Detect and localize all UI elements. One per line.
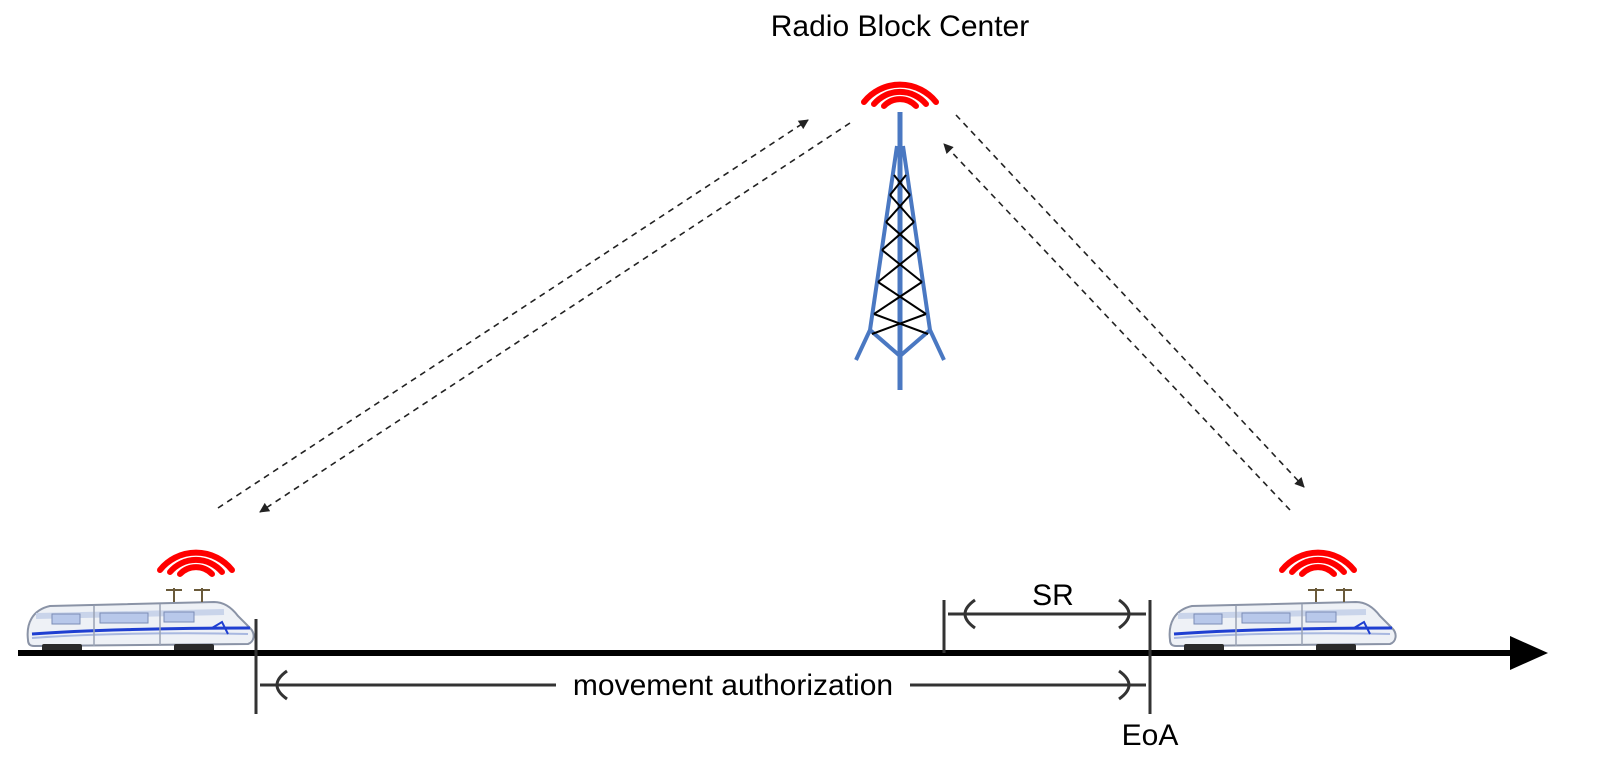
- left-train-downlink-arrow: [259, 122, 851, 513]
- sr-label: SR: [1032, 579, 1074, 612]
- left-train-icon: [28, 588, 254, 652]
- right-train-downlink-arrow: [955, 114, 1305, 488]
- ma-dimension: [260, 669, 1146, 701]
- eoa-label: EoA: [1122, 719, 1179, 752]
- right-train-icon: [1170, 588, 1396, 652]
- tower-signal-icon: [864, 85, 936, 106]
- right-train-signal-icon: [1282, 553, 1354, 574]
- rbc-label: Radio Block Center: [771, 10, 1029, 43]
- ma-label: movement authorization: [573, 669, 893, 702]
- track-line: [18, 636, 1548, 670]
- right-train-uplink-arrow: [943, 143, 1291, 511]
- sr-dimension: [948, 598, 1146, 630]
- left-train-uplink-arrow: [217, 119, 809, 509]
- communication-arrows: [217, 114, 1305, 513]
- left-train-signal-icon: [160, 553, 232, 574]
- radio-tower-icon: [854, 112, 946, 390]
